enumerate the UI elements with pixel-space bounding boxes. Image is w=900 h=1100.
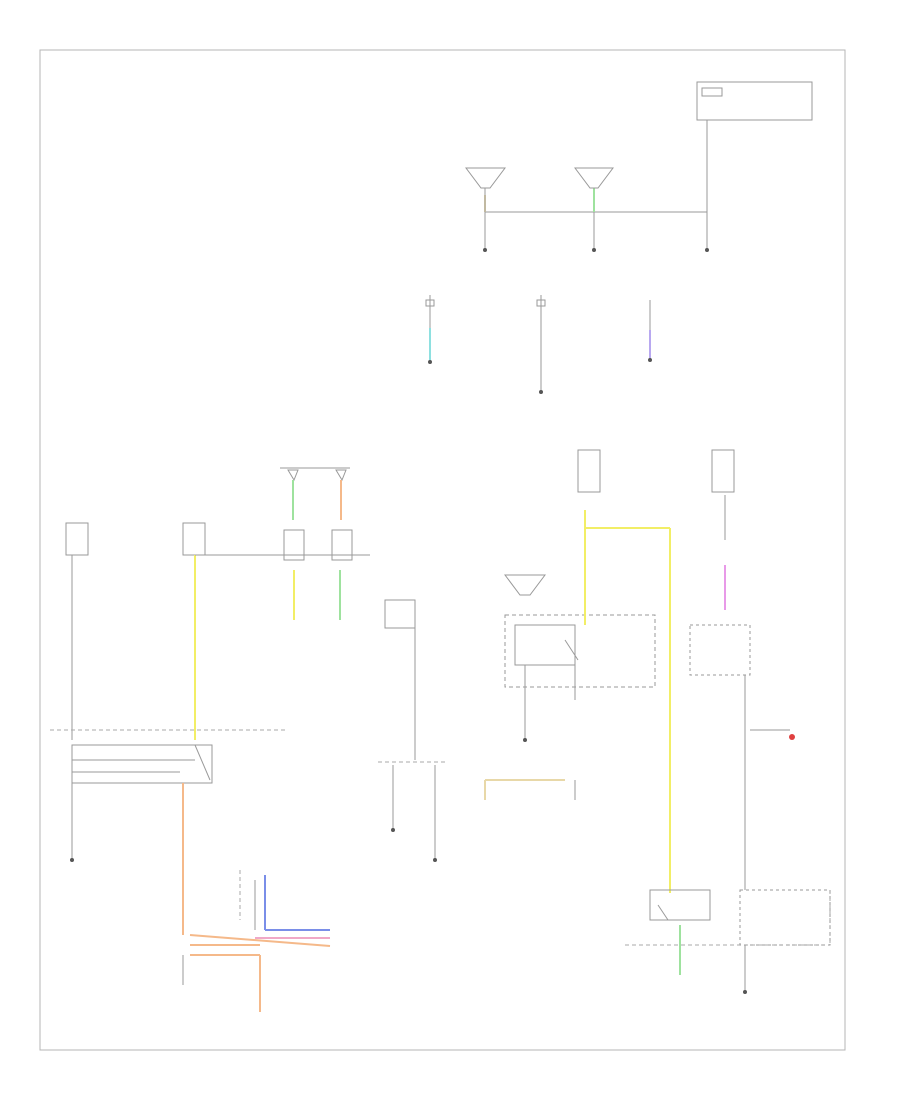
fuse-left-2	[182, 522, 206, 740]
trailer-wire-connector-3	[425, 295, 435, 364]
trailer-wire-connector-5	[648, 300, 652, 362]
trailer-tow-relay	[50, 729, 285, 935]
trailer-brake-controller	[689, 624, 795, 890]
trailer-wire-connector-4	[536, 295, 546, 394]
trailer-relay-module	[504, 574, 656, 742]
fuse-left-1	[65, 522, 89, 740]
junction-block	[384, 599, 416, 629]
trailer-wire-connector-1	[465, 167, 506, 252]
trailer-relay-connector-top	[280, 467, 350, 482]
fuse-mid-1	[283, 480, 305, 620]
diagram-border	[39, 49, 846, 1051]
trailer-wire-connector-2	[574, 167, 614, 252]
fuse-box-top-right	[696, 81, 813, 248]
connector-strip-center	[378, 761, 445, 862]
blocking-diode-pack	[182, 870, 331, 1012]
fuse-mid-2	[331, 480, 353, 620]
electric-brake-relay	[625, 889, 831, 994]
fuse-right-2	[711, 449, 735, 610]
fuse-right-1	[577, 449, 671, 893]
